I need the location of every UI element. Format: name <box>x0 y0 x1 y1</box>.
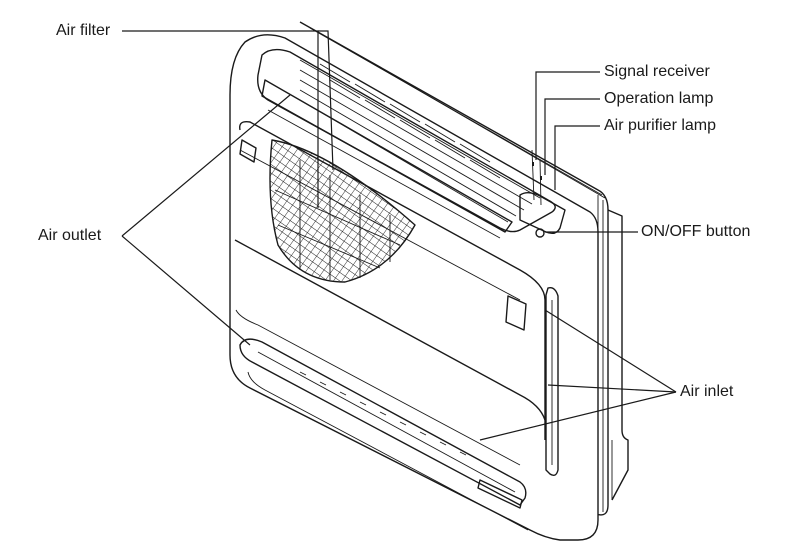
label-on-off-button: ON/OFF button <box>641 223 751 240</box>
on-off-button-shape <box>535 228 545 238</box>
leader-lines <box>121 30 677 441</box>
label-operation-lamp: Operation lamp <box>604 90 714 107</box>
label-air-inlet: Air inlet <box>680 383 734 400</box>
label-air-filter: Air filter <box>56 22 111 39</box>
label-air-purifier-lamp: Air purifier lamp <box>604 117 717 134</box>
top-vent-slats <box>319 63 501 179</box>
label-air-outlet: Air outlet <box>38 227 102 244</box>
label-signal-receiver: Signal receiver <box>604 63 710 80</box>
